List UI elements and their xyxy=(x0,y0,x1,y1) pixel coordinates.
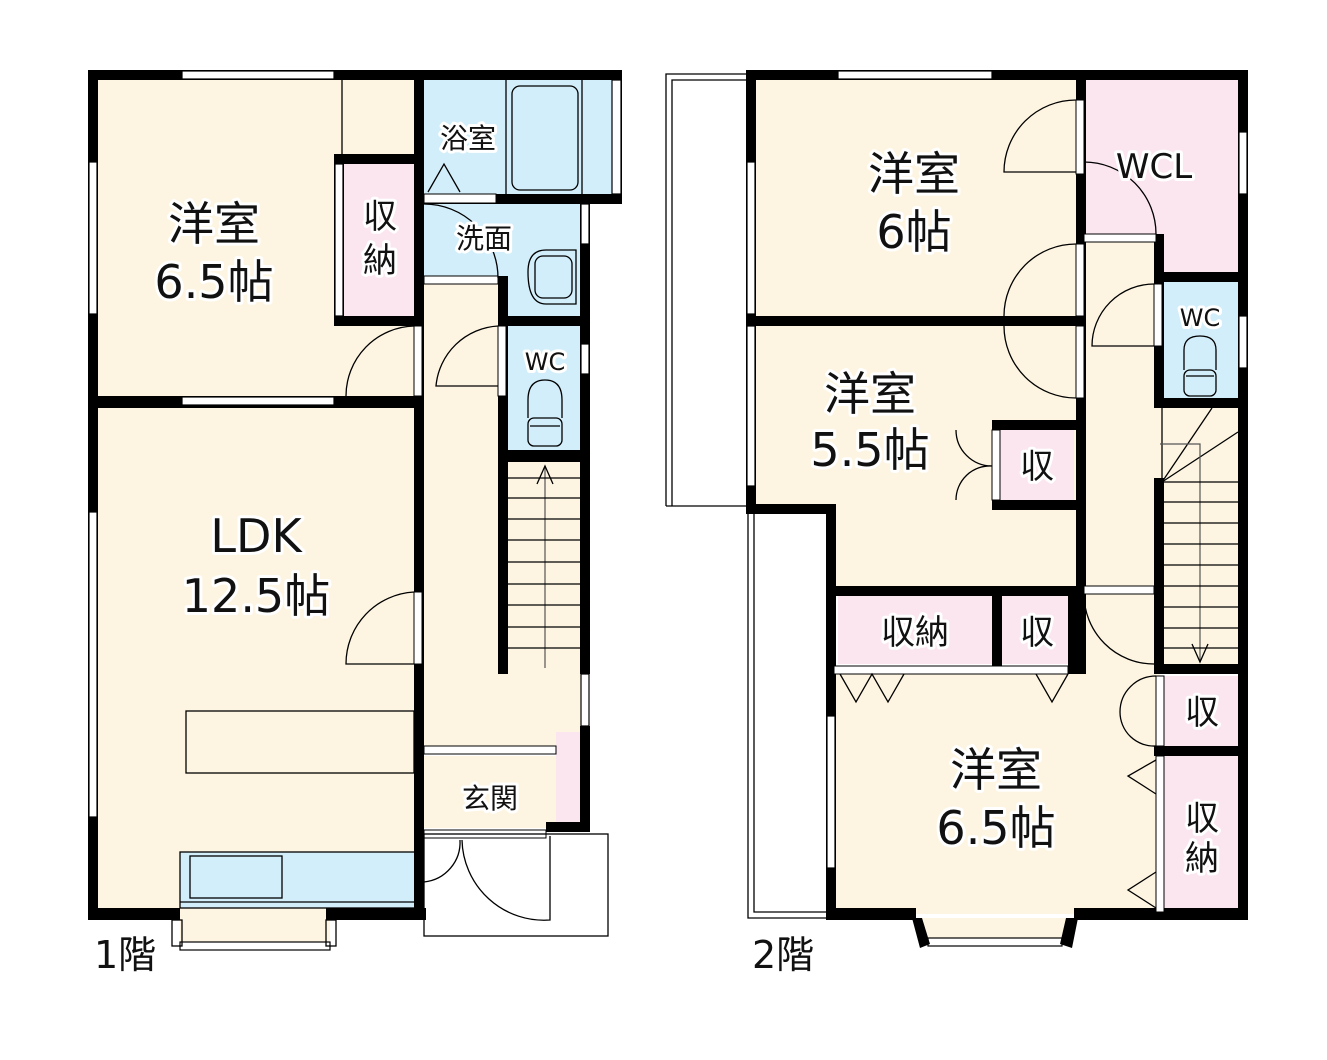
room-label: 洋室 xyxy=(950,743,1042,797)
room-size: 5.5帖 xyxy=(810,423,929,477)
room-size: 6帖 xyxy=(876,205,951,259)
storage-small-a-floor xyxy=(1000,428,1074,500)
shoe-storage xyxy=(556,732,580,830)
storage-label: 収 xyxy=(1020,613,1054,653)
kitchen-counter xyxy=(180,852,416,908)
window xyxy=(580,673,590,727)
door-storage-tall xyxy=(1155,755,1165,913)
room-size: 6.5帖 xyxy=(936,801,1055,855)
window xyxy=(746,161,756,315)
wcl-label: WCL xyxy=(1116,147,1192,187)
door-room-6-5 xyxy=(1083,585,1155,595)
window xyxy=(88,161,98,315)
ldk-floor xyxy=(96,406,416,914)
door-bath xyxy=(423,193,497,204)
labels-floor-1: 洋室 6.5帖 収 納 浴室 洗面 WC LDK 12.5帖 玄関 1階 xyxy=(94,119,568,977)
doors-floor-2 xyxy=(833,99,1165,913)
toilet-icon xyxy=(1183,335,1217,370)
entrance-step xyxy=(423,745,557,755)
room-label: 洋室 xyxy=(824,367,916,421)
room-western-6-5-2-floor xyxy=(834,670,1160,914)
room-size: 6.5帖 xyxy=(154,255,273,309)
storage-label: 収 xyxy=(363,197,397,237)
door-western-room xyxy=(413,325,423,397)
door-wc-2 xyxy=(1153,283,1163,347)
window xyxy=(580,343,590,375)
wc-2-floor xyxy=(1162,282,1238,400)
window xyxy=(1238,315,1248,369)
door-wc xyxy=(497,325,507,397)
wc-label: WC xyxy=(1180,304,1221,332)
storage-wide-floor xyxy=(838,596,992,664)
windows-floor-1 xyxy=(88,70,622,951)
bath-label: 浴室 xyxy=(440,122,496,155)
door-wcl xyxy=(1083,233,1157,243)
storage-small-b-floor xyxy=(1000,596,1074,664)
stairs-up-icon xyxy=(508,464,580,668)
window xyxy=(88,511,98,818)
stairs-floor xyxy=(508,460,580,670)
window xyxy=(334,163,344,317)
floor-2: 洋室 6帖 WCL WC 洋室 5.5帖 収 収納 収 収 洋室 6.5帖 収 … xyxy=(665,70,1248,977)
balcony xyxy=(666,505,828,919)
door-ldk xyxy=(413,591,423,665)
porch xyxy=(423,833,609,937)
bay-window xyxy=(927,937,1063,947)
doors-floor-1 xyxy=(345,162,609,937)
entrance-floor xyxy=(424,756,556,828)
hall-2-lower xyxy=(1076,590,1162,672)
entrance-label: 玄関 xyxy=(462,782,518,815)
storage-label: 納 xyxy=(1185,839,1219,879)
ldk-size: 12.5帖 xyxy=(182,569,330,623)
door-washroom xyxy=(423,275,499,285)
ldk-label: LDK xyxy=(210,509,303,563)
storage-label: 収 xyxy=(1185,693,1219,733)
floor-1: 洋室 6.5帖 収 納 浴室 洗面 WC LDK 12.5帖 玄関 1階 xyxy=(88,70,622,977)
window xyxy=(826,715,836,869)
storage-label: 納 xyxy=(363,241,397,281)
floor-label: 2階 xyxy=(752,933,814,977)
balcony xyxy=(665,73,748,506)
washroom-floor xyxy=(424,204,584,316)
dining-table xyxy=(185,710,415,774)
wc-label: WC xyxy=(525,348,566,376)
floor-label: 1階 xyxy=(94,933,156,977)
window xyxy=(1238,131,1248,195)
storage-floor xyxy=(342,160,414,320)
room-label: 洋室 xyxy=(868,147,960,201)
bathtub-icon xyxy=(511,85,579,191)
room-western-6-floor xyxy=(754,78,1078,318)
fixtures-floor-2 xyxy=(1160,335,1239,664)
wc-floor xyxy=(506,324,582,452)
stairs-down-icon xyxy=(1160,407,1239,664)
window xyxy=(611,79,622,195)
washroom-label: 洗面 xyxy=(456,222,512,255)
labels-floor-2: 洋室 6帖 WCL WC 洋室 5.5帖 収 収納 収 収 洋室 6.5帖 収 … xyxy=(752,144,1223,977)
window xyxy=(837,70,993,80)
window xyxy=(746,325,756,487)
fixtures-floor-1 xyxy=(179,80,583,909)
door-room-6 xyxy=(1075,99,1085,175)
storage-small-c-floor xyxy=(1164,676,1238,748)
window xyxy=(580,203,590,245)
room-label: 洋室 xyxy=(168,197,260,251)
storage-label: 収納 xyxy=(881,613,949,653)
toilet-icon xyxy=(527,379,563,418)
windows-floor-2 xyxy=(746,70,1248,948)
sink-icon xyxy=(527,249,577,305)
stairs-2-floor xyxy=(1162,406,1240,666)
storage-label: 収 xyxy=(1020,447,1054,487)
storage-label: 収 xyxy=(1185,799,1219,839)
door-storage-a xyxy=(991,429,1001,501)
kitchen-sink-icon xyxy=(189,855,283,899)
bay-window xyxy=(179,941,331,951)
door-room-5-5 xyxy=(1075,243,1085,317)
door-storage-c xyxy=(1155,675,1165,747)
window xyxy=(181,396,335,406)
wcl-floor xyxy=(1084,78,1242,276)
bay-window-floor xyxy=(180,912,330,942)
storage-tall-floor xyxy=(1164,756,1238,912)
window xyxy=(181,70,335,80)
